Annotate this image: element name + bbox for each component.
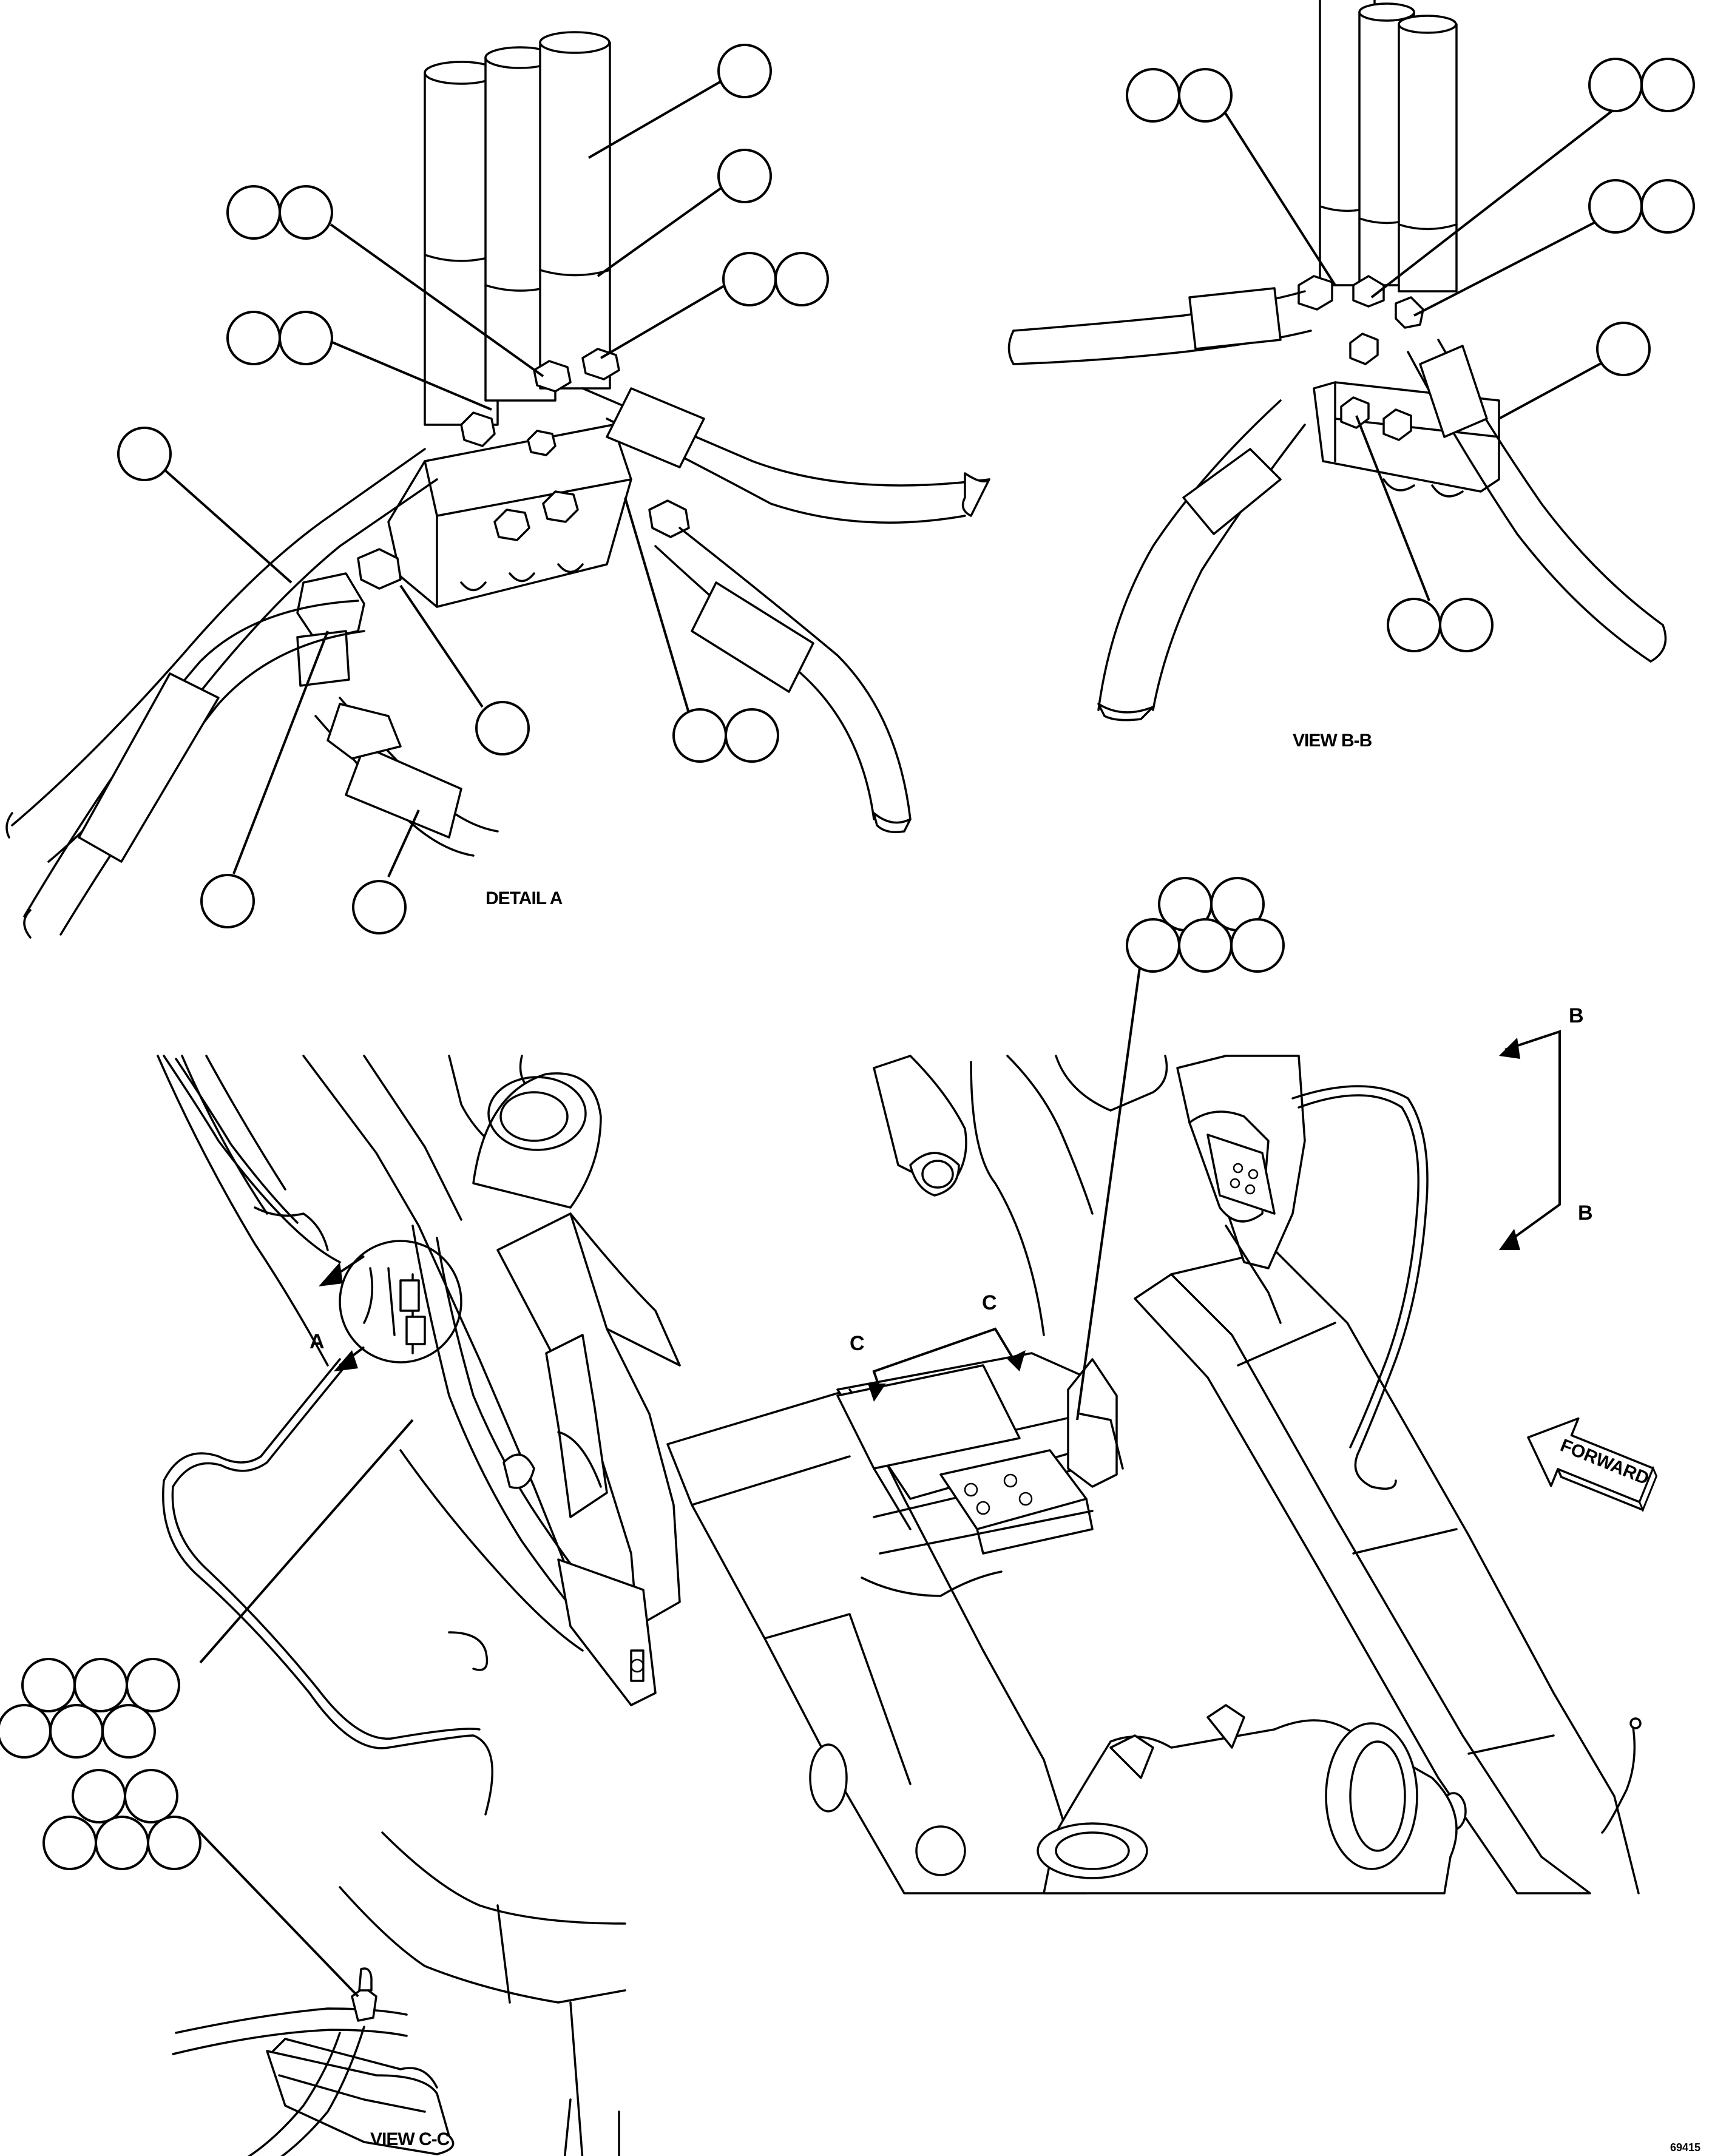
view-bb-illustration: [1007, 0, 1667, 721]
view-cc-title: VIEW C-C: [370, 2129, 450, 2149]
hoses: [5, 387, 990, 939]
section-mark-c-left: C: [850, 1332, 865, 1355]
callout-bubble: [352, 880, 407, 934]
view-cc-callouts: [42, 1769, 359, 1998]
callout-bubble: [226, 185, 281, 240]
cylinder-group: [424, 31, 611, 426]
callout-bubble: [1640, 58, 1695, 112]
forward-arrow: [1527, 1417, 1658, 1513]
detail-a-marker: [319, 1240, 462, 1371]
callout-bubble: [73, 1658, 128, 1712]
callout-bubble: [1178, 918, 1233, 973]
fittings: [296, 348, 690, 687]
callout-bubble: [1126, 918, 1180, 973]
section-mark-b-bottom: B: [1578, 1201, 1593, 1225]
callout-bubble: [226, 311, 281, 365]
view-cc-illustration: [172, 1831, 626, 2156]
callout-bubble: [1596, 322, 1651, 376]
callout-bubble: [1588, 58, 1643, 112]
view-bb-callouts: [1126, 58, 1695, 652]
callout-bubble: [0, 1704, 52, 1759]
drawing-number: 69415: [1670, 2141, 1700, 2154]
callout-bubble: [279, 311, 333, 365]
callout-bubble: [49, 1704, 104, 1759]
callout-bubble: [95, 1816, 149, 1870]
valve-block: [387, 424, 632, 608]
view-bb-title: VIEW B-B: [1293, 731, 1372, 751]
callout-bubble: [21, 1658, 76, 1712]
main-callouts: [0, 877, 1285, 1759]
callout-bubble: [101, 1704, 156, 1759]
callout-bubble: [722, 252, 777, 306]
callout-bubble: [1178, 68, 1233, 123]
callout-bubble: [672, 708, 727, 763]
section-bb-arrows: [1499, 1030, 1561, 1250]
callout-bubble: [717, 44, 772, 98]
section-mark-c-right: C: [982, 1291, 997, 1314]
detail-a-title: DETAIL A: [486, 888, 563, 908]
detail-a-illustration: [5, 31, 990, 939]
callout-bubble: [42, 1816, 97, 1870]
section-mark-a: A: [310, 1330, 325, 1353]
callout-bubble: [774, 252, 829, 306]
callout-bubble: [117, 427, 172, 481]
callout-bubble: [147, 1816, 201, 1870]
callout-bubble: [717, 149, 772, 203]
callout-bubble: [200, 874, 255, 928]
callout-bubble: [126, 1658, 180, 1712]
section-mark-b-top: B: [1569, 1004, 1584, 1027]
callout-bubble: [1439, 598, 1494, 652]
section-cc-arrows: [868, 1327, 1026, 1402]
callout-bubble: [725, 708, 779, 763]
main-assembly-illustration: [157, 1055, 1642, 1894]
callout-bubble: [1588, 179, 1643, 234]
callout-bubble: [475, 701, 530, 755]
callout-bubble: [124, 1769, 178, 1823]
callout-bubble: [279, 185, 333, 240]
detail-a-callouts: [117, 44, 829, 934]
callout-bubble: [1640, 179, 1695, 234]
callout-bubble: [1230, 918, 1285, 973]
callout-bubble: [1387, 598, 1441, 652]
callout-bubble: [1126, 68, 1180, 123]
callout-bubble: [72, 1769, 126, 1823]
